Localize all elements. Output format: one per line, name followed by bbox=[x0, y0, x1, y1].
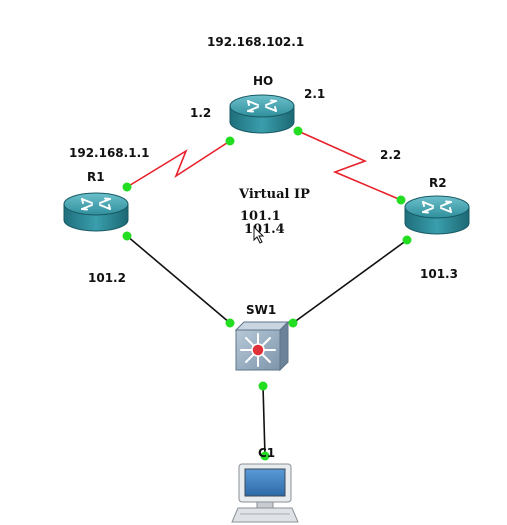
serial-link-r1-ho bbox=[126, 140, 231, 188]
interface-label-r1-lan: 101.2 bbox=[88, 271, 126, 285]
interface-label-r2-wan: 2.2 bbox=[380, 148, 401, 162]
ethernet-link-sw1-c1 bbox=[262, 385, 266, 457]
link-up-dot bbox=[396, 195, 406, 205]
router-ho[interactable] bbox=[229, 94, 295, 134]
link-up-dot bbox=[258, 381, 268, 391]
link-up-dot bbox=[225, 318, 235, 328]
ethernet-link-r1-sw1 bbox=[126, 235, 231, 324]
link-up-dot bbox=[288, 318, 298, 328]
ethernet-link-r2-sw1 bbox=[292, 239, 408, 324]
pc-c1[interactable] bbox=[231, 463, 299, 523]
interface-label-ho-left: 1.2 bbox=[190, 106, 211, 120]
device-name-ho: HO bbox=[253, 74, 273, 88]
switch-center-icon bbox=[251, 343, 265, 357]
interface-label-r1-wan: 192.168.1.1 bbox=[69, 146, 149, 160]
device-name-r2: R2 bbox=[429, 176, 447, 190]
link-up-dot bbox=[122, 182, 132, 192]
title-ip-label: 192.168.102.1 bbox=[207, 35, 304, 49]
router-r1[interactable] bbox=[63, 192, 129, 232]
link-up-dot bbox=[122, 231, 132, 241]
router-r2[interactable] bbox=[404, 195, 470, 235]
virtual-ip-heading: Virtual IP bbox=[238, 187, 310, 202]
device-name-sw1: SW1 bbox=[246, 303, 276, 317]
link-up-dot bbox=[260, 451, 270, 461]
link-up-dot bbox=[225, 136, 235, 146]
interface-label-r2-lan: 101.3 bbox=[420, 267, 458, 281]
interface-label-ho-right: 2.1 bbox=[304, 87, 325, 101]
device-name-c1: C1 bbox=[258, 446, 275, 460]
link-status-dots bbox=[122, 126, 412, 461]
virtual-ip-address-2: 101.4 bbox=[244, 222, 285, 237]
link-up-dot bbox=[293, 126, 303, 136]
mouse-cursor-icon bbox=[253, 225, 265, 244]
serial-link-ho-r2 bbox=[297, 130, 402, 201]
device-name-r1: R1 bbox=[87, 170, 105, 184]
link-up-dot bbox=[402, 235, 412, 245]
virtual-ip-address-1: 101.1 bbox=[240, 209, 281, 224]
switch-sw1[interactable] bbox=[234, 320, 290, 372]
